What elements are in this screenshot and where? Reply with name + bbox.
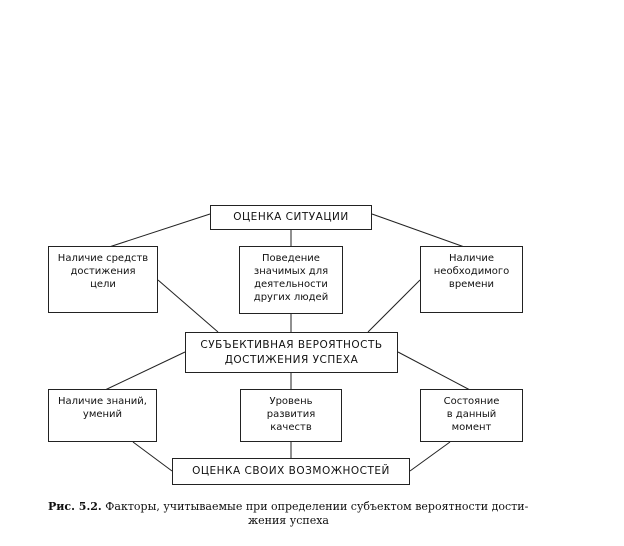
edge-knowledge-bottom [132,441,173,472]
node-time-availability: Наличие необходимого времени [420,246,523,313]
edge-time-center [367,279,421,333]
node-own-capabilities-assessment: ОЦЕНКА СВОИХ ВОЗМОЖНОСТЕЙ [172,458,410,485]
edge-center-knowledge [104,351,186,391]
node-qualities-level: Уровень развития качеств [240,389,342,442]
edge-state-bottom [409,441,451,472]
figure-caption-label: Рис. 5.2. [48,500,102,513]
figure-caption-text-line2: жения успеха [248,514,329,527]
figure-caption: Рис. 5.2. Факторы, учитываемые при опред… [48,500,588,528]
node-subjective-probability: СУБЪЕКТИВНАЯ ВЕРОЯТНОСТЬ ДОСТИЖЕНИЯ УСПЕ… [185,332,398,373]
node-current-state: Состояние в данный момент [420,389,523,442]
edge-center-state [397,351,471,391]
edge-means-center [157,279,219,333]
node-situation-assessment: ОЦЕНКА СИТУАЦИИ [210,205,372,230]
node-others-behavior: Поведение значимых для деятельности друг… [239,246,343,314]
node-knowledge-skills: Наличие знаний, умений [48,389,157,442]
node-means-availability: Наличие средств достижения цели [48,246,158,313]
figure-caption-text-line1: Факторы, учитываемые при определении суб… [105,500,529,513]
edge-top-means [102,213,211,250]
edge-top-time [371,213,471,250]
